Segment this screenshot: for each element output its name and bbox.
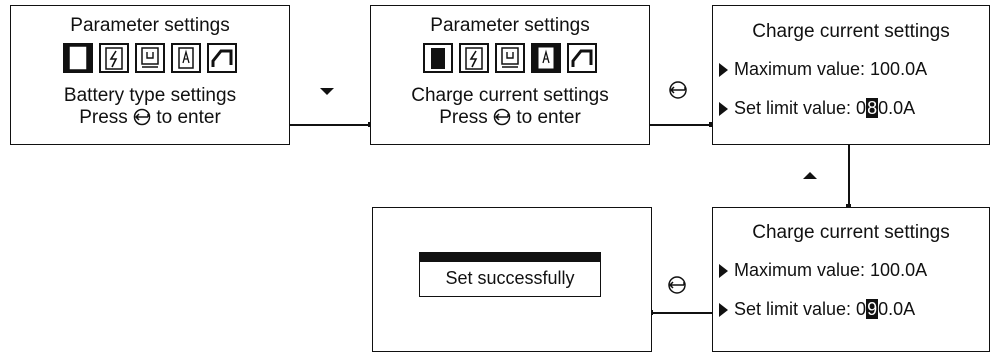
panel-subtitle: Charge current settings: [411, 85, 609, 106]
battery-type-icon: [63, 43, 93, 73]
press-enter-hint: Press to enter: [11, 107, 289, 129]
success-message: Set successfully: [445, 268, 575, 288]
connector-dot: [846, 204, 851, 209]
edit-cursor-digit: 8: [866, 98, 879, 118]
enter-icon: [669, 81, 687, 99]
press-label: Press: [439, 107, 488, 128]
panel-charge-current-settings-menu: Parameter settings Charge current settin…: [370, 5, 650, 145]
enter-icon: [493, 108, 511, 126]
success-popup: Set successfully: [419, 252, 601, 297]
battery-capacity-icon: [171, 43, 201, 73]
connector-dot: [709, 122, 714, 127]
discharge-icon: [495, 43, 525, 73]
press-label: Press: [79, 107, 128, 128]
discharge-icon: [135, 43, 165, 73]
set-limit-value-row: Set limit value: 090.0A: [719, 299, 989, 320]
to-enter-label: to enter: [516, 107, 581, 128]
connector-line: [650, 124, 712, 126]
panel-subtitle: Battery type settings: [63, 85, 237, 106]
maximum-value: Maximum value: 100.0A: [734, 260, 928, 280]
set-limit-prefix: Set limit value: 0: [734, 98, 867, 118]
pointer-icon: [719, 101, 728, 116]
connector-line: [651, 312, 712, 314]
down-arrow-icon: [320, 88, 334, 95]
edit-cursor-digit: 9: [866, 299, 879, 319]
set-limit-suffix: 0.0A: [878, 299, 916, 319]
panel-charge-current-setting-90: Charge current settings Maximum value: 1…: [712, 207, 990, 352]
pointer-icon: [719, 62, 728, 77]
pointer-icon: [719, 263, 728, 278]
set-limit-value-row: Set limit value: 080.0A: [719, 98, 989, 119]
charge-icon: [99, 43, 129, 73]
enter-icon: [133, 108, 151, 126]
set-limit-value: Set limit value: 080.0A: [734, 98, 915, 119]
maximum-value-row: Maximum value: 100.0A: [719, 59, 989, 80]
curve-icon: [567, 43, 597, 73]
set-limit-prefix: Set limit value: 0: [734, 299, 867, 319]
curve-icon: [207, 43, 237, 73]
pointer-icon: [719, 302, 728, 317]
set-limit-value: Set limit value: 090.0A: [734, 299, 915, 320]
panel-title: Charge current settings: [752, 222, 950, 243]
connector-line: [848, 145, 850, 207]
enter-icon: [668, 276, 686, 294]
popup-title-bar: [420, 253, 600, 262]
charge-icon: [459, 43, 489, 73]
panel-set-successfully: Set successfully: [372, 207, 652, 352]
panel-title: Parameter settings: [70, 15, 230, 36]
to-enter-label: to enter: [156, 107, 221, 128]
parameter-icons: [11, 43, 289, 73]
maximum-value: Maximum value: 100.0A: [734, 59, 928, 79]
maximum-value-row: Maximum value: 100.0A: [719, 260, 989, 281]
panel-battery-type-settings: Parameter settings Battery type settings…: [10, 5, 290, 145]
up-arrow-icon: [803, 172, 817, 179]
panel-title: Charge current settings: [752, 21, 950, 42]
press-enter-hint: Press to enter: [371, 107, 649, 129]
parameter-icons: [371, 43, 649, 73]
connector-line: [290, 124, 370, 126]
battery-capacity-icon: [531, 43, 561, 73]
panel-charge-current-setting-80: Charge current settings Maximum value: 1…: [712, 5, 990, 145]
panel-title: Parameter settings: [430, 15, 590, 36]
battery-type-icon: [423, 43, 453, 73]
set-limit-suffix: 0.0A: [878, 98, 916, 118]
